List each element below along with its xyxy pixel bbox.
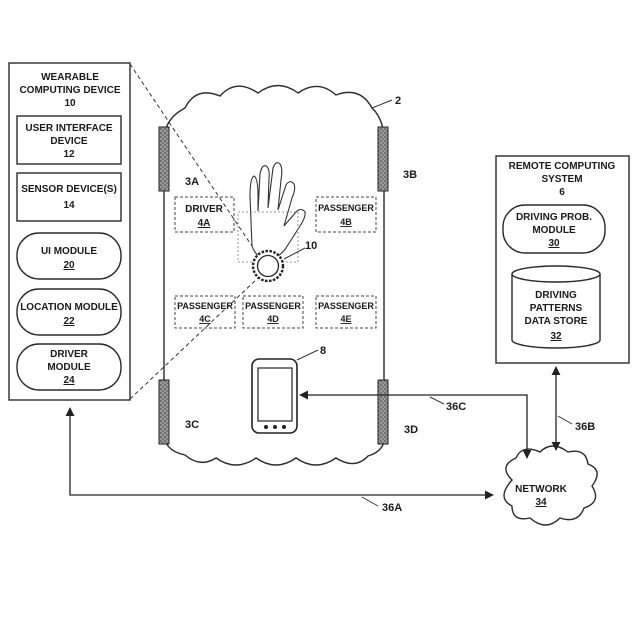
vehicle: 2 3A 3B 3C 3D DRIVER 4A PASSENGER 4B PAS… [158, 84, 418, 466]
link-36b-label: 36B [575, 421, 595, 433]
seat-driver-4a: DRIVER 4A [174, 196, 235, 233]
door-3c [158, 379, 170, 445]
watch-ref: 10 [305, 240, 317, 252]
link-36a-label: 36A [382, 502, 402, 514]
wearable-title-line1: WEARABLE [41, 72, 99, 83]
seat-4d-label: PASSENGER [245, 301, 301, 311]
ui-module-label: UI MODULE [41, 246, 97, 257]
prob-module-ref: 30 [548, 238, 560, 249]
phone-ref-leader [296, 349, 319, 361]
phone-ref: 8 [320, 345, 326, 357]
link-36c [299, 390, 532, 459]
link-36b-leader [557, 415, 573, 425]
seat-4d-ref: 4D [267, 314, 279, 324]
wearable-title-line2: COMPUTING DEVICE [19, 85, 120, 96]
ui-module: UI MODULE 20 [16, 232, 122, 280]
seat-driver-ref: 4A [198, 218, 211, 229]
driver-module-label-line1: DRIVER [50, 349, 89, 360]
seat-passenger-4c: PASSENGER 4C [174, 295, 236, 329]
door-3a [158, 126, 170, 192]
driving-patterns-data-store: DRIVING PATTERNS DATA STORE 32 [511, 265, 601, 349]
network-cloud: NETWORK 34 [503, 445, 598, 526]
ui-module-ref: 20 [63, 260, 75, 271]
door-3c-label: 3C [185, 419, 199, 431]
link-36a [65, 407, 494, 500]
watch-icon [251, 249, 285, 283]
seat-4c-label: PASSENGER [177, 301, 233, 311]
link-36c-label: 36C [446, 401, 466, 413]
seat-driver-label: DRIVER [185, 204, 224, 215]
data-store-line2: PATTERNS [530, 303, 583, 314]
remote-title-line2: SYSTEM [541, 174, 582, 185]
door-3b [377, 126, 389, 192]
prob-module-line1: DRIVING PROB. [516, 212, 592, 223]
network-ref: 34 [535, 497, 547, 508]
driver-module-label-line2: MODULE [47, 362, 91, 373]
hand-icon [237, 162, 306, 263]
door-3d [377, 379, 389, 445]
location-module-ref: 22 [63, 316, 75, 327]
sensor-ref: 14 [63, 200, 75, 211]
link-36a-leader [361, 496, 379, 507]
vehicle-ref: 2 [395, 95, 401, 107]
seat-passenger-4e: PASSENGER 4E [315, 295, 377, 329]
uid-label-line2: DEVICE [50, 136, 88, 147]
remote-computing-system: REMOTE COMPUTING SYSTEM 6 DRIVING PROB. … [495, 155, 630, 364]
door-3a-label: 3A [185, 176, 199, 188]
seat-4e-ref: 4E [340, 314, 351, 324]
seat-4b-label: PASSENGER [318, 203, 374, 213]
seat-4b-ref: 4B [340, 217, 352, 227]
data-store-ref: 32 [550, 331, 562, 342]
driving-prob-module: DRIVING PROB. MODULE 30 [502, 204, 606, 254]
remote-title-line1: REMOTE COMPUTING [509, 161, 616, 172]
seat-4e-label: PASSENGER [318, 301, 374, 311]
sensor-label: SENSOR DEVICE(S) [21, 184, 117, 195]
prob-module-line2: MODULE [532, 225, 576, 236]
door-3d-label: 3D [404, 424, 418, 436]
location-module-label: LOCATION MODULE [20, 302, 118, 313]
seat-passenger-4d: PASSENGER 4D [242, 295, 304, 329]
uid-ref: 12 [63, 149, 75, 160]
callout-line-top [129, 63, 259, 256]
seat-4c-ref: 4C [199, 314, 211, 324]
user-interface-device: USER INTERFACE DEVICE 12 [16, 115, 122, 165]
data-store-line3: DATA STORE [525, 316, 588, 327]
door-3b-label: 3B [403, 169, 417, 181]
network-label: NETWORK [515, 484, 567, 495]
link-36c-leader [429, 396, 445, 405]
remote-ref: 6 [559, 187, 565, 198]
smartphone-icon [251, 358, 298, 434]
location-module: LOCATION MODULE 22 [16, 288, 122, 336]
driver-module-ref: 24 [63, 375, 75, 386]
wearable-device-box [8, 62, 131, 401]
remote-system-box [495, 155, 630, 364]
callout-line-bottom [129, 277, 259, 400]
sensor-devices: SENSOR DEVICE(S) 14 [16, 172, 122, 222]
seat-passenger-4b: PASSENGER 4B [315, 196, 377, 233]
uid-label-line1: USER INTERFACE [25, 123, 113, 134]
driver-module: DRIVER MODULE 24 [16, 343, 122, 391]
wearable-ref: 10 [64, 98, 76, 109]
wearable-computing-device: WEARABLE COMPUTING DEVICE 10 USER INTERF… [8, 62, 131, 401]
vehicle-ref-leader [371, 99, 393, 109]
watch-ref-leader [283, 247, 306, 260]
data-store-line1: DRIVING [535, 290, 577, 301]
